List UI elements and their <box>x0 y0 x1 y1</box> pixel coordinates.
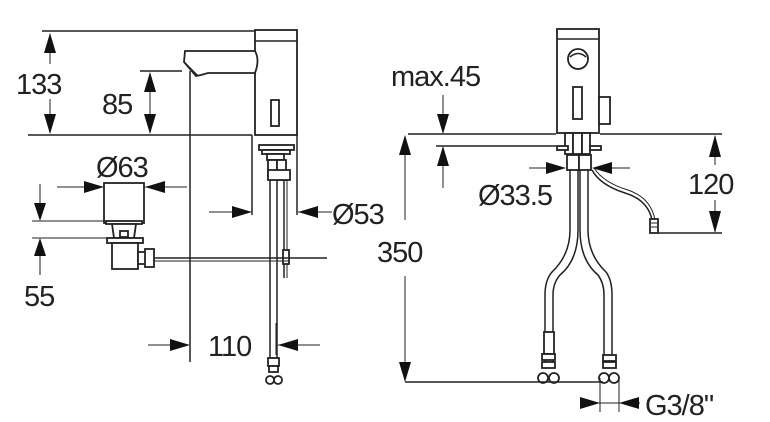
supply-hoses <box>537 167 659 384</box>
front-view: max.45 350 Ø33.5 120 <box>377 28 734 422</box>
dim-label-thread-g3-8: G3/8" <box>645 390 714 422</box>
dim-label-diameter-53: Ø53 <box>332 199 384 231</box>
waste-valve <box>103 182 327 270</box>
faucet-body-front <box>556 28 611 171</box>
side-view: 133 85 <box>16 29 385 385</box>
dimension-133: 133 <box>16 33 62 134</box>
dim-label-133: 133 <box>16 69 61 101</box>
dim-label-diameter-63: Ø63 <box>96 152 148 184</box>
dimension-55: 55 <box>24 184 108 313</box>
dim-label-110: 110 <box>208 331 251 363</box>
faucet-body-side <box>183 29 298 385</box>
dimension-110: 110 <box>148 323 320 363</box>
dimension-max-45: max.45 <box>391 61 481 188</box>
dimension-diameter-33-5: Ø33.5 <box>478 162 630 212</box>
dim-label-max-45: max.45 <box>391 61 480 93</box>
dimension-350: 350 <box>377 135 603 383</box>
dim-label-diameter-33-5: Ø33.5 <box>478 180 552 212</box>
dim-label-85: 85 <box>102 89 132 121</box>
dimension-120: 120 <box>658 135 734 234</box>
dimension-85: 85 <box>102 72 156 134</box>
dimension-diameter-63: Ø63 <box>57 152 187 193</box>
dim-label-350: 350 <box>377 237 422 269</box>
dim-label-55: 55 <box>24 281 54 313</box>
dim-label-120: 120 <box>688 169 733 201</box>
dimension-thread-g3-8: G3/8" <box>580 378 715 422</box>
dimension-diameter-53: Ø53 <box>209 199 385 231</box>
